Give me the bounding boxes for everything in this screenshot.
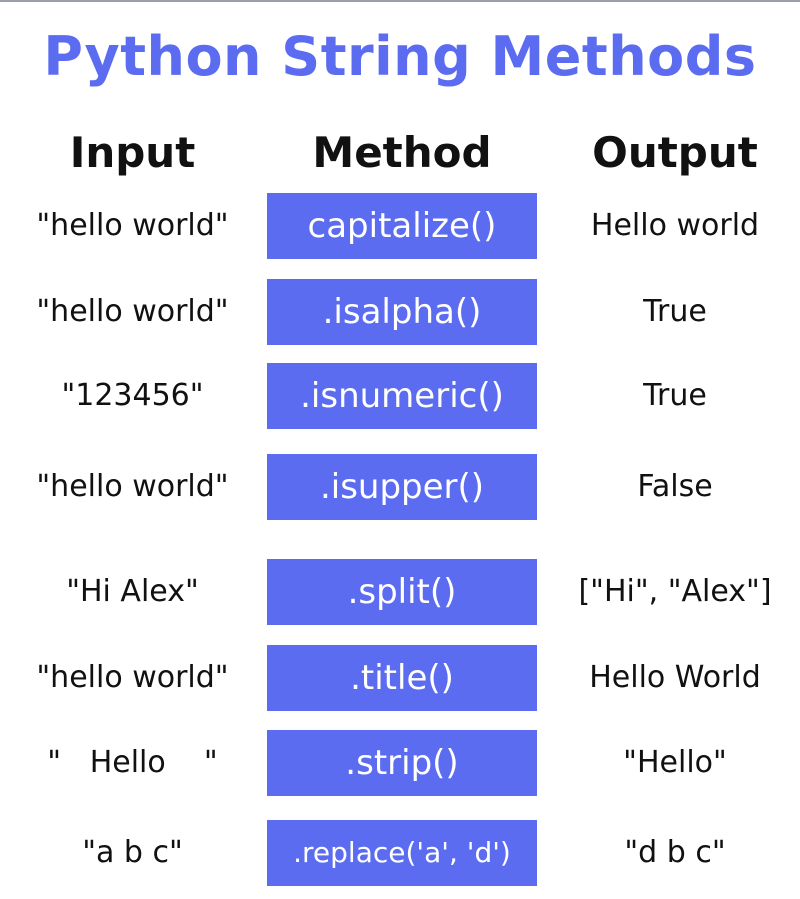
- method-box: .title(): [267, 645, 537, 711]
- output-cell: Hello World: [589, 660, 761, 695]
- input-cell: "Hi Alex": [66, 574, 199, 609]
- table-row: "hello world" capitalize() Hello world: [0, 193, 800, 259]
- method-box: .split(): [267, 559, 537, 625]
- output-cell: ["Hi", "Alex"]: [578, 574, 772, 609]
- method-box: capitalize(): [267, 193, 537, 259]
- table-row: "a b c" .replace('a', 'd') "d b c": [0, 820, 800, 886]
- output-cell: True: [643, 378, 707, 413]
- output-cell: "d b c": [624, 835, 726, 870]
- method-box: .isnumeric(): [267, 363, 537, 429]
- input-cell: "hello world": [36, 469, 229, 504]
- input-cell: "hello world": [36, 208, 229, 243]
- page-title: Python String Methods: [43, 25, 757, 88]
- input-cell: "hello world": [36, 294, 229, 329]
- output-cell: True: [643, 294, 707, 329]
- output-cell: Hello world: [590, 208, 760, 243]
- table-row: "hello world" .isalpha() True: [0, 279, 800, 345]
- table-row: "hello world" .title() Hello World: [0, 645, 800, 711]
- table-row: " Hello " .strip() "Hello": [0, 730, 800, 796]
- input-cell: "a b c": [82, 835, 183, 870]
- input-cell: " Hello ": [47, 745, 218, 780]
- header-output: Output: [592, 128, 758, 177]
- header-input: Input: [69, 128, 196, 177]
- top-border: [0, 0, 800, 2]
- input-cell: "123456": [61, 378, 204, 413]
- output-cell: "Hello": [623, 745, 727, 780]
- table-row: "hello world" .isupper() False: [0, 454, 800, 520]
- table-row: "Hi Alex" .split() ["Hi", "Alex"]: [0, 559, 800, 625]
- input-cell: "hello world": [36, 660, 229, 695]
- method-box: .replace('a', 'd'): [267, 820, 537, 886]
- header-method: Method: [312, 128, 492, 177]
- table-row: "123456" .isnumeric() True: [0, 363, 800, 429]
- output-cell: False: [637, 469, 713, 504]
- method-box: .isupper(): [267, 454, 537, 520]
- method-box: .isalpha(): [267, 279, 537, 345]
- method-box: .strip(): [267, 730, 537, 796]
